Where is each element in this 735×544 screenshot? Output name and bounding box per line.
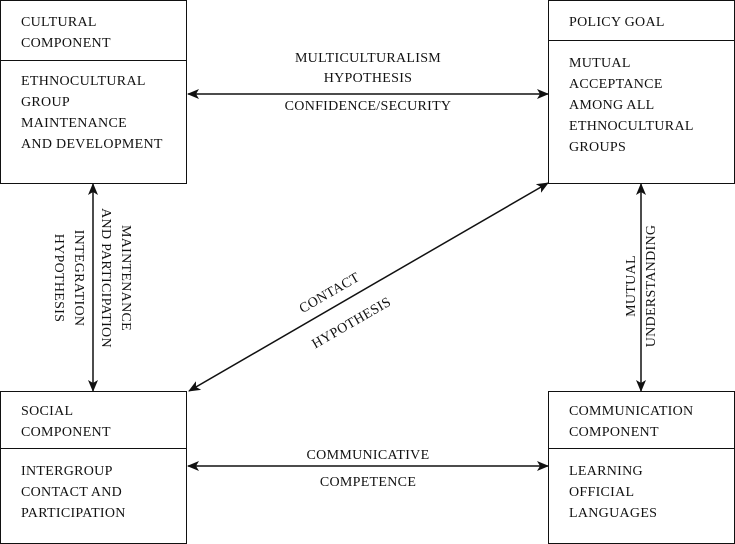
communication-component-title: COMMUNICATION COMPONENT bbox=[549, 392, 734, 449]
competence-label: COMPETENCE bbox=[319, 475, 417, 490]
cultural-component-body: ETHNOCULTURAL GROUP MAINTENANCE AND DEVE… bbox=[21, 74, 163, 152]
social-component-body: INTERGROUP CONTACT AND PARTICIPATION bbox=[21, 464, 126, 521]
mutual-understanding-label: MUTUAL UNDERSTANDING bbox=[624, 224, 659, 348]
cultural-component-box: CULTURAL COMPONENT ETHNOCULTURAL GROUP M… bbox=[0, 0, 187, 184]
communication-component-box: COMMUNICATION COMPONENT LEARNING OFFICIA… bbox=[548, 391, 735, 544]
social-component-title: SOCIAL COMPONENT bbox=[1, 392, 186, 449]
social-component-box: SOCIAL COMPONENT INTERGROUP CONTACT AND … bbox=[0, 391, 187, 544]
integration-hypothesis-label: INTEGRATION HYPOTHESIS bbox=[51, 229, 86, 327]
policy-goal-title: POLICY GOAL bbox=[549, 1, 734, 41]
policy-goal-body: MUTUAL ACCEPTANCE AMONG ALL ETHNOCULTURA… bbox=[569, 56, 694, 155]
confidence-security-label: CONFIDENCE/SECURITY bbox=[284, 99, 452, 114]
communication-component-body: LEARNING OFFICIAL LANGUAGES bbox=[569, 464, 658, 521]
cultural-component-title: CULTURAL COMPONENT bbox=[1, 1, 186, 61]
communicative-label: COMMUNICATIVE bbox=[306, 448, 430, 463]
arrow-social-policy bbox=[188, 182, 549, 392]
multiculturalism-hypothesis-label: MULTICULTURALISM HYPOTHESIS bbox=[294, 51, 442, 86]
maintenance-participation-label: MAINTENANCE AND PARTICIPATION bbox=[98, 208, 133, 348]
policy-goal-box: POLICY GOAL MUTUAL ACCEPTANCE AMONG ALL … bbox=[548, 0, 735, 184]
